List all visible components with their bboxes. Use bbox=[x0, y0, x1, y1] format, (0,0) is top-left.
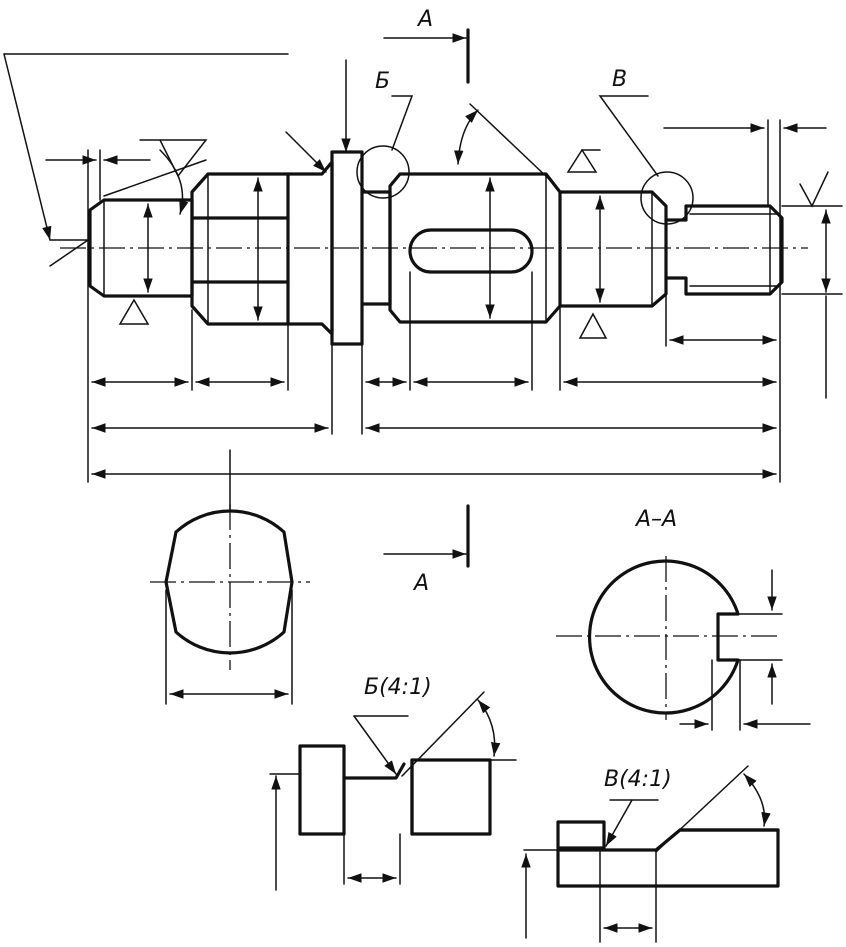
detail-b-title: Б(4:1) bbox=[364, 675, 432, 700]
section-mark-top: А bbox=[416, 7, 433, 32]
flat-section-shape bbox=[164, 509, 294, 655]
detail-b-view: Б(4:1) bbox=[269, 675, 517, 891]
section-a-a-shape bbox=[587, 559, 740, 715]
dimensions-main bbox=[45, 119, 843, 483]
section-title: А–А bbox=[634, 507, 677, 532]
detail-v-leader bbox=[598, 95, 659, 177]
detail-b-mark: Б bbox=[375, 69, 390, 94]
section-plane-bottom: А bbox=[383, 504, 470, 596]
shaft-main-view bbox=[60, 150, 808, 346]
shaft-bearing-journal bbox=[558, 190, 668, 308]
leaders-and-symbols bbox=[3, 53, 843, 339]
flat-section-view bbox=[150, 449, 310, 705]
detail-b-circle bbox=[356, 145, 410, 199]
shaft-collar bbox=[330, 150, 364, 346]
keyway-slot bbox=[408, 228, 534, 274]
detail-v-view: В(4:1) bbox=[521, 765, 780, 943]
section-a-a-view: А–А bbox=[556, 507, 811, 731]
detail-v-lower-part bbox=[556, 828, 780, 888]
section-mark-bottom: А bbox=[412, 571, 429, 596]
detail-b-leader bbox=[391, 95, 414, 151]
detail-v-left-part bbox=[556, 820, 606, 850]
detail-v-circle bbox=[640, 171, 694, 225]
detail-v-mark: В bbox=[612, 67, 627, 92]
shaft-right-thread bbox=[664, 204, 784, 296]
section-plane-top: А bbox=[383, 7, 470, 84]
detail-v-title: В(4:1) bbox=[604, 767, 672, 792]
